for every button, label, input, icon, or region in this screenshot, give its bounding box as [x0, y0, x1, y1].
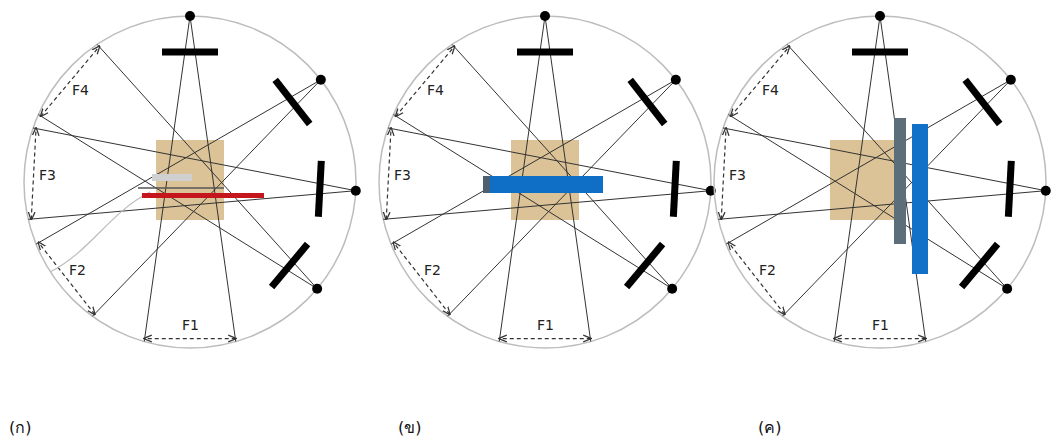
- field-arrow: [393, 242, 449, 314]
- xray-source: [540, 11, 550, 21]
- xray-source: [875, 11, 885, 21]
- wire: [50, 192, 150, 272]
- field-arrow: [38, 242, 94, 314]
- collimator-bar: [962, 244, 998, 287]
- field-arrow: [499, 338, 591, 339]
- field-label: F3: [37, 167, 58, 183]
- panel-a: [24, 11, 361, 348]
- field-label: F3: [392, 167, 413, 183]
- collimator-bar: [630, 80, 664, 124]
- panel-caption: (ก): [9, 418, 31, 438]
- thin-rod: [138, 187, 224, 189]
- panel-caption: (ค): [758, 418, 781, 438]
- grey-end: [483, 176, 490, 193]
- field-label: F3: [727, 167, 748, 183]
- beam-line: [726, 80, 1011, 244]
- field-label: F2: [422, 262, 443, 278]
- beam-line: [92, 80, 320, 316]
- field-label: F1: [535, 317, 556, 333]
- xray-source: [316, 75, 326, 85]
- blue-bar: [483, 176, 603, 193]
- beam-line: [393, 114, 672, 288]
- beam-line: [718, 191, 1046, 220]
- xray-source: [667, 284, 677, 294]
- collimator-bar: [275, 80, 309, 124]
- field-label: F2: [757, 262, 778, 278]
- beam-line: [28, 191, 356, 220]
- grey-plate: [894, 118, 906, 244]
- beam-line: [447, 80, 675, 316]
- beam-line: [728, 114, 1007, 288]
- collimator-bar: [272, 244, 308, 287]
- gantry-circle: [714, 16, 1046, 348]
- xray-source: [671, 75, 681, 85]
- gantry-circle: [379, 16, 711, 348]
- object-block: [830, 140, 898, 220]
- panel-c: [714, 11, 1051, 348]
- field-label: F1: [180, 317, 201, 333]
- field-arrow: [386, 128, 391, 219]
- field-arrow: [728, 242, 784, 314]
- beam-line: [190, 16, 236, 342]
- collimator-bar: [517, 49, 573, 56]
- field-arrow: [31, 128, 36, 219]
- field-arrow: [721, 128, 726, 219]
- collimator-bar: [673, 161, 676, 217]
- field-label: F4: [70, 82, 91, 98]
- xray-source: [1006, 75, 1016, 85]
- beam-line: [787, 44, 1007, 288]
- beam-line: [33, 128, 356, 191]
- field-arrow: [731, 46, 790, 116]
- beam-line: [391, 80, 676, 244]
- beam-line: [834, 16, 880, 342]
- collimator-bar: [965, 80, 999, 124]
- field-label: F1: [870, 317, 891, 333]
- xray-source: [312, 284, 322, 294]
- field-arrow: [41, 46, 100, 116]
- collimator-bar: [318, 161, 321, 217]
- panel-caption: (ข): [398, 418, 421, 438]
- collimator-bar: [162, 49, 218, 56]
- field-arrow: [144, 338, 236, 339]
- beam-line: [36, 80, 321, 244]
- field-arrow: [396, 46, 455, 116]
- beam-line: [383, 191, 711, 220]
- blue-plate: [912, 124, 928, 274]
- grey-rod: [152, 174, 192, 181]
- beam-line: [38, 114, 317, 288]
- red-rod: [142, 193, 264, 198]
- gantry-circle: [24, 16, 356, 348]
- panel-b: [379, 11, 716, 348]
- beam-line: [723, 128, 1046, 191]
- field-label: F4: [760, 82, 781, 98]
- beam-line: [97, 44, 317, 288]
- beam-line: [452, 44, 672, 288]
- xray-source: [1041, 186, 1051, 196]
- collimator-bar: [627, 244, 663, 287]
- xray-source: [185, 11, 195, 21]
- beam-line: [782, 80, 1010, 316]
- field-label: F2: [67, 262, 88, 278]
- xray-source: [1002, 284, 1012, 294]
- field-arrow: [834, 338, 926, 339]
- collimator-bar: [852, 49, 908, 56]
- collimator-bar: [1008, 161, 1011, 217]
- xray-source: [351, 186, 361, 196]
- field-label: F4: [425, 82, 446, 98]
